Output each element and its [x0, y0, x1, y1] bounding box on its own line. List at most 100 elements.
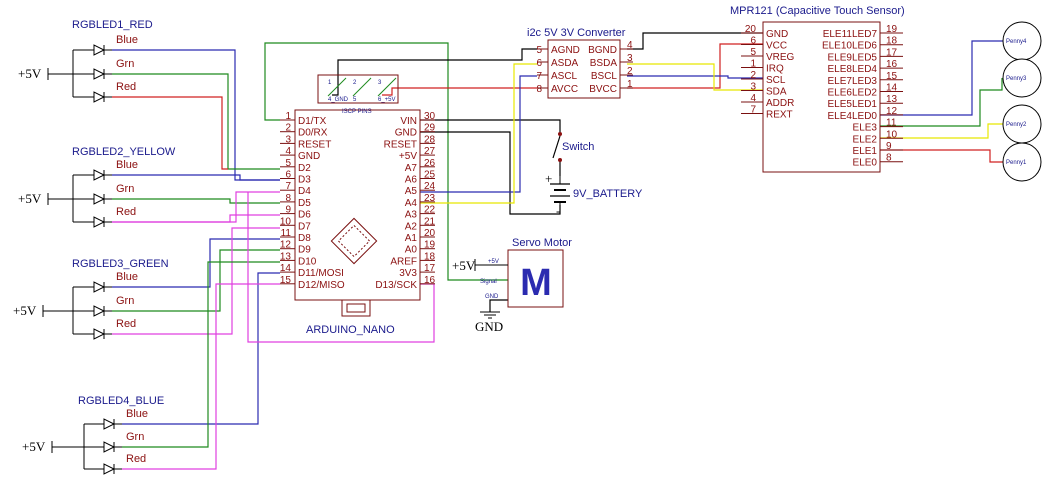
mpr-right-pin-label: ELE9LED5 [828, 52, 878, 63]
battery-label: 9V_BATTERY [573, 188, 643, 200]
converter-right-pin-num: 2 [627, 66, 633, 77]
rgb4-blue-label: Blue [126, 408, 148, 420]
diode-icon [93, 281, 106, 293]
wire-penny2 [880, 123, 1003, 139]
converter-right-pin-label: BSCL [591, 71, 618, 82]
wire-rgb4-red [122, 283, 280, 470]
arduino-left-pin-label: D8 [298, 233, 311, 244]
mpr-left-pin-num: 6 [750, 36, 756, 47]
wire-servo-signal [264, 42, 508, 281]
diode-icon [103, 418, 116, 430]
iscp-top-pin: 2 [353, 80, 357, 86]
diode-icon [93, 328, 106, 340]
wire-rgb4-blue [122, 272, 280, 425]
diode-icon [93, 68, 106, 80]
converter-right-pin-num: 3 [627, 53, 633, 64]
arduino-right-pin-num: 24 [424, 181, 436, 192]
arduino-right-pin-label: A7 [405, 163, 418, 174]
converter-title: i2c 5V 3V Converter [527, 27, 626, 39]
iscp-title: ISCP PINS [342, 109, 372, 115]
wire-sda-a4 [420, 63, 537, 204]
arduino-right-pin-num: 26 [424, 158, 436, 169]
arduino-right-pin-num: 21 [424, 216, 436, 227]
mpr-right-pin-label: ELE10LED6 [822, 41, 877, 52]
penny-3: Penny2 [1002, 104, 1042, 144]
converter-right-pin-label: BSDA [590, 58, 618, 69]
iscp-bottom-pin: 4_GND [328, 97, 349, 103]
usb-connector-icon [341, 299, 371, 317]
converter-left-pin-label: ASCL [551, 71, 578, 82]
arduino-right-pin-label: A2 [405, 221, 418, 232]
diode-icon [103, 463, 116, 475]
arduino-left-pin-label: D1/TX [298, 116, 327, 127]
diode-icon [93, 193, 106, 205]
arduino-right-pin-label: 3V3 [399, 268, 417, 279]
converter-left-pin-num: 6 [536, 58, 542, 69]
wire-rgb2-grn [112, 198, 280, 204]
mpr-right-pin-label: ELE11LED7 [823, 29, 878, 40]
mpr-left-pin-label: VREG [766, 52, 795, 63]
mpr-left-pin-label: SDA [766, 87, 787, 98]
iscp-top-pin: 1 [328, 80, 332, 86]
mpr-right-pin-label: ELE5LED1 [828, 99, 878, 110]
diode-icon [93, 305, 106, 317]
arduino-right-pin-num: 28 [424, 134, 436, 145]
servo-gnd-pin: GND [485, 294, 499, 300]
mpr-left-pin-num: 2 [750, 70, 756, 81]
mpr-right-pin-num: 8 [886, 153, 892, 164]
arduino-left-pin-num: 10 [280, 216, 292, 227]
mpr-right-pin-label: ELE8LED4 [828, 64, 878, 75]
arduino-left-pin-num: 2 [285, 123, 291, 134]
mpr-right-pin-num: 12 [886, 106, 898, 117]
arduino-left-pin-label: D11/MOSI [298, 268, 344, 279]
wire-rgb2-blue [112, 174, 280, 181]
diode-icon [103, 441, 116, 453]
wire-penny1 [880, 149, 1003, 163]
arduino-right-pin-num: 23 [424, 193, 436, 204]
mpr-right-pin-num: 16 [886, 59, 898, 70]
arduino-left-pin-num: 4 [285, 146, 291, 157]
wire-rgb1-grn [112, 73, 280, 170]
battery: + - 9V_BATTERY [545, 171, 643, 218]
arduino-left-pin-label: D3 [298, 175, 311, 186]
wire-rgb2-red-d6 [112, 214, 280, 223]
servo-signal-pin: Signal [480, 279, 497, 285]
mpr-right-pin-label: ELE4LED0 [828, 111, 878, 122]
mpr-right-pin-num: 9 [886, 141, 892, 152]
mpr-left-pin-label: VCC [766, 41, 787, 52]
arduino-title: ARDUINO_NANO [306, 324, 395, 336]
mpr-right-pin-num: 15 [886, 71, 898, 82]
mpr-left-pin-label: GND [766, 29, 788, 40]
wire-conv-vcc [627, 43, 763, 89]
mpr-right-pin-label: ELE3 [853, 123, 878, 134]
iscp-bottom-pin: 5 [353, 97, 357, 103]
converter-left-pin-num: 5 [536, 45, 542, 56]
arduino-right-pin-label: AREF [390, 256, 417, 267]
rgb2-vcc: +5V [18, 191, 42, 206]
arduino-right-pin-label: RESET [384, 139, 417, 150]
arduino-left-pin-label: RESET [298, 139, 331, 150]
converter-left-pin-num: 8 [536, 84, 542, 95]
wire-conv-sda [627, 63, 763, 91]
arduino-right-pin-num: 18 [424, 251, 436, 262]
battery-plus: + [545, 171, 552, 186]
arduino-right-pin-num: 22 [424, 205, 436, 216]
mpr-left-pin-num: 5 [750, 47, 756, 58]
penny-1: Penny4 [1002, 21, 1042, 61]
arduino-right-pin-label: A1 [405, 233, 418, 244]
arduino-right-pin-label: A6 [405, 175, 418, 186]
rgb3-title: RGBLED3_GREEN [72, 258, 169, 270]
arduino-right-pin-num: 30 [424, 111, 436, 122]
arduino-left-pin-num: 11 [281, 228, 292, 239]
chip-icon [330, 217, 378, 265]
arduino-right-pin-num: 16 [424, 275, 436, 286]
arduino-right-pin-label: A3 [405, 210, 418, 221]
wire-iscp-vcc [382, 87, 537, 96]
switch: Switch [552, 132, 594, 162]
wire-vin-switch [420, 119, 561, 132]
rgb1-vcc: +5V [18, 66, 42, 81]
arduino-right-pin-label: +5V [399, 151, 417, 162]
mpr-right-pin-num: 18 [886, 36, 898, 47]
